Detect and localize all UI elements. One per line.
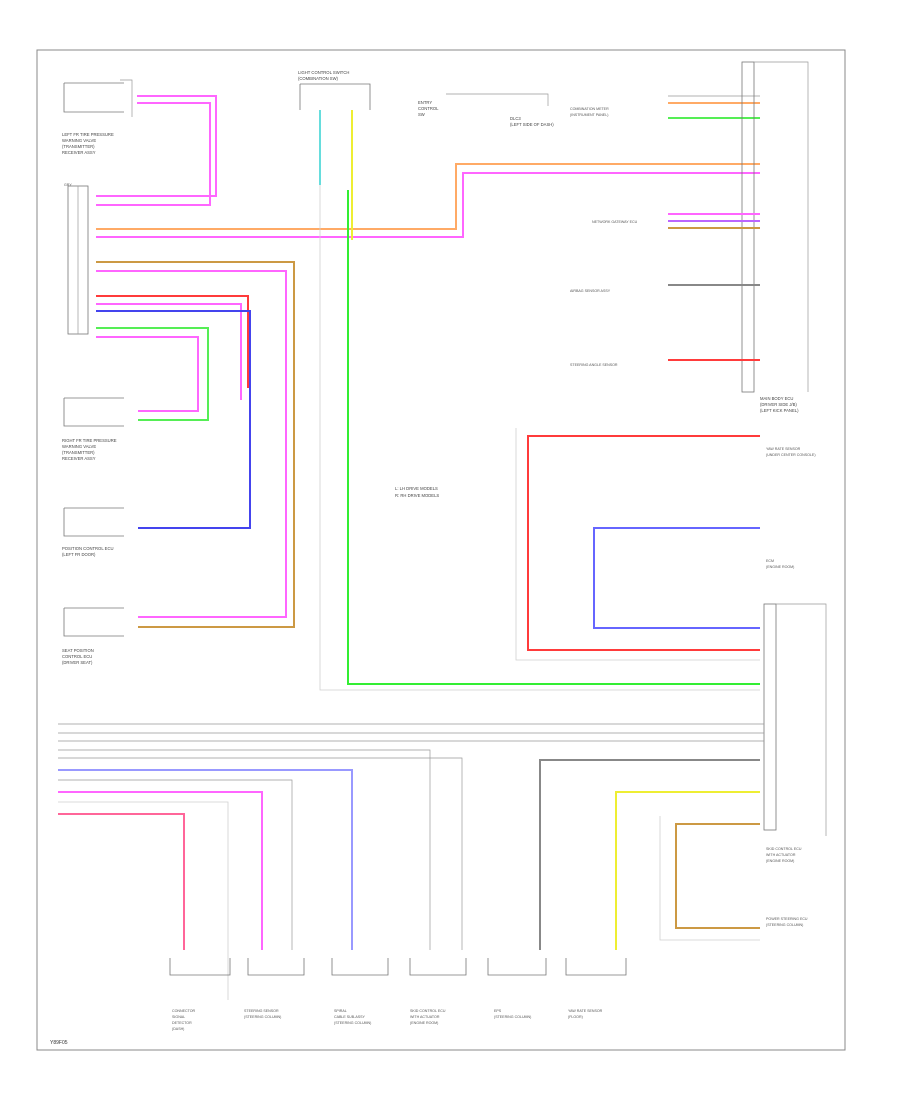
gateway-label-1: NETWORK GATEWAY ECU <box>592 220 638 224</box>
ecm-label-1: ECM <box>766 559 774 563</box>
dlc-label-2: (LEFT SIDE OF DASH) <box>510 122 554 127</box>
yaw-label-1: YAW RATE SENSOR <box>766 447 801 451</box>
bottom-1-label-1: CONNECTOR <box>172 1009 195 1013</box>
bottom-connectors <box>169 958 627 976</box>
center-note-2: R: RH DRIVE MODELS <box>395 493 439 498</box>
rf-tire-sensor-label-2: WARNING VALVE <box>62 444 96 449</box>
lf-tire-sensor: LEFT FR TIRE PRESSURE WARNING VALVE (TRA… <box>62 79 133 155</box>
center-note-1: L: LH DRIVE MODELS <box>395 486 438 491</box>
wire-ltgreen-left <box>96 327 209 421</box>
bottom-2-label-1: STEERING SENSOR <box>244 1009 279 1013</box>
dlc: DLC3 (LEFT SIDE OF DASH) <box>510 116 554 127</box>
lf-tire-sensor-label-3: (TRANSMITTER) <box>62 144 95 149</box>
bus-line-4 <box>58 749 431 950</box>
diagram-code: Y89F05 <box>50 1040 68 1046</box>
bottom-4-label-2: WITH ACTUATOR <box>410 1015 440 1019</box>
bottom-3-label-3: (STEERING COLUMN) <box>334 1021 371 1025</box>
lf-tire-sensor-label-4: RECEIVER ASSY <box>62 150 96 155</box>
rf-tire-sensor-label-3: (TRANSMITTER) <box>62 450 95 455</box>
seat-position-label-3: (DRIVER SEAT) <box>62 660 93 665</box>
right-connector-strip-lower: SKID CONTROL ECU WITH ACTUATOR (ENGINE R… <box>763 603 827 863</box>
skid-label-2: WITH ACTUATOR <box>766 853 796 857</box>
wire-gray-bottom <box>58 801 229 1000</box>
wire-yellow-right <box>615 791 760 950</box>
bottom-3-label-1: SPIRAL <box>334 1009 347 1013</box>
wire-pink-lf1 <box>96 95 217 197</box>
seat-position-label-1: SEAT POSITION <box>62 648 94 653</box>
diagram-frame <box>36 49 846 1051</box>
wire-green-center <box>347 190 760 685</box>
keyless-label-1: ENTRY <box>418 100 432 105</box>
combination-meter-label-2: (INSTRUMENT PANEL) <box>570 113 608 117</box>
wire-blue-left <box>96 310 251 529</box>
rf-tire-sensor: RIGHT FR TIRE PRESSURE WARNING VALVE (TR… <box>62 397 124 461</box>
main-body-label-3: (LEFT KICK PANEL) <box>760 408 799 413</box>
ecm-label-2: (ENGINE ROOM) <box>766 565 794 569</box>
power-steering-label-1: POWER STEERING ECU <box>766 917 808 921</box>
keyless-label-3: SW <box>418 112 425 117</box>
bottom-2-label-2: (STEERING COLUMN) <box>244 1015 281 1019</box>
position-sensor-label-2: (LEFT FR DOOR) <box>62 552 96 557</box>
wire-pink-bottom <box>58 791 263 950</box>
top-center-label-2: (COMBINATION SW) <box>298 76 339 81</box>
combination-meter-label-1: COMBINATION METER <box>570 107 609 111</box>
bottom-5-label-2: (STEERING COLUMN) <box>494 1015 531 1019</box>
bottom-6-label-1: YAW RATE SENSOR <box>568 1009 603 1013</box>
wire-gray-right-lower <box>539 759 760 950</box>
wire-pink-rf <box>96 336 199 412</box>
bottom-1-label-4: (DASH) <box>172 1027 184 1031</box>
lf-tire-sensor-label-2: WARNING VALVE <box>62 138 96 143</box>
wire-red-left <box>96 295 249 388</box>
left-connector-strip: GRY <box>64 183 89 335</box>
bottom-4-label-3: (ENGINE ROOM) <box>410 1021 438 1025</box>
ecu-top-code: GRY <box>64 183 72 187</box>
bus-line-8 <box>58 779 293 950</box>
rf-tire-sensor-label-1: RIGHT FR TIRE PRESSURE <box>62 438 117 443</box>
main-body-label-1: MAIN BODY ECU <box>760 396 793 401</box>
yaw-label-2: (UNDER CENTER CONSOLE) <box>766 453 816 457</box>
frame-lower-right <box>659 816 760 941</box>
wire-pink-long <box>96 172 760 238</box>
wire-blue-right <box>593 527 760 629</box>
wire-red-bottom <box>58 813 185 950</box>
dlc-label-1: DLC3 <box>510 116 521 121</box>
bottom-6-label-2: (FLOOR) <box>568 1015 583 1019</box>
lf-tire-sensor-label-1: LEFT FR TIRE PRESSURE <box>62 132 114 137</box>
position-sensor: POSITION CONTROL ECU (LEFT FR DOOR) <box>62 507 124 557</box>
power-steering-label-2: (STEERING COLUMN) <box>766 923 803 927</box>
wire-tan-right <box>675 823 760 929</box>
bus-line-5 <box>58 757 463 950</box>
rf-tire-sensor-label-4: RECEIVER ASSY <box>62 456 96 461</box>
wire-gray-center <box>319 185 760 691</box>
top-center-switch: LIGHT CONTROL SWITCH (COMBINATION SW) <box>298 70 371 110</box>
airbag-label-1: AIRBAG SENSOR ASSY <box>570 289 611 293</box>
steering-label-1: STEERING ANGLE SENSOR <box>570 363 618 367</box>
wire-red-right <box>527 435 760 651</box>
wire-tan-left <box>96 261 295 628</box>
bottom-1-label-2: SIGNAL <box>172 1015 185 1019</box>
bottom-4-label-1: SKID CONTROL ECU <box>410 1009 446 1013</box>
skid-label-3: (ENGINE ROOM) <box>766 859 794 863</box>
skid-label-1: SKID CONTROL ECU <box>766 847 802 851</box>
bottom-3-label-2: CABLE SUB-ASSY <box>334 1015 366 1019</box>
main-body-label-2: (DRIVER SIDE J/B) <box>760 402 797 407</box>
wire-pink-left-a <box>96 270 287 618</box>
position-sensor-label-1: POSITION CONTROL ECU <box>62 546 114 551</box>
keyless-label-2: CONTROL <box>418 106 439 111</box>
wire-pink-left-b <box>96 303 242 400</box>
wire-blue-bottom <box>58 769 353 950</box>
seat-position-ecu: SEAT POSITION CONTROL ECU (DRIVER SEAT) <box>62 607 124 665</box>
frame-mid-right <box>515 428 760 661</box>
wire-orange-long <box>96 163 760 230</box>
seat-position-label-2: CONTROL ECU <box>62 654 92 659</box>
bottom-1-label-3: DETECTOR <box>172 1021 192 1025</box>
bottom-5-label-1: EPS <box>494 1009 502 1013</box>
wire-pink-lf2 <box>96 102 211 206</box>
top-center-label-1: LIGHT CONTROL SWITCH <box>298 70 349 75</box>
keyless-switch: ENTRY CONTROL SW <box>418 93 549 117</box>
